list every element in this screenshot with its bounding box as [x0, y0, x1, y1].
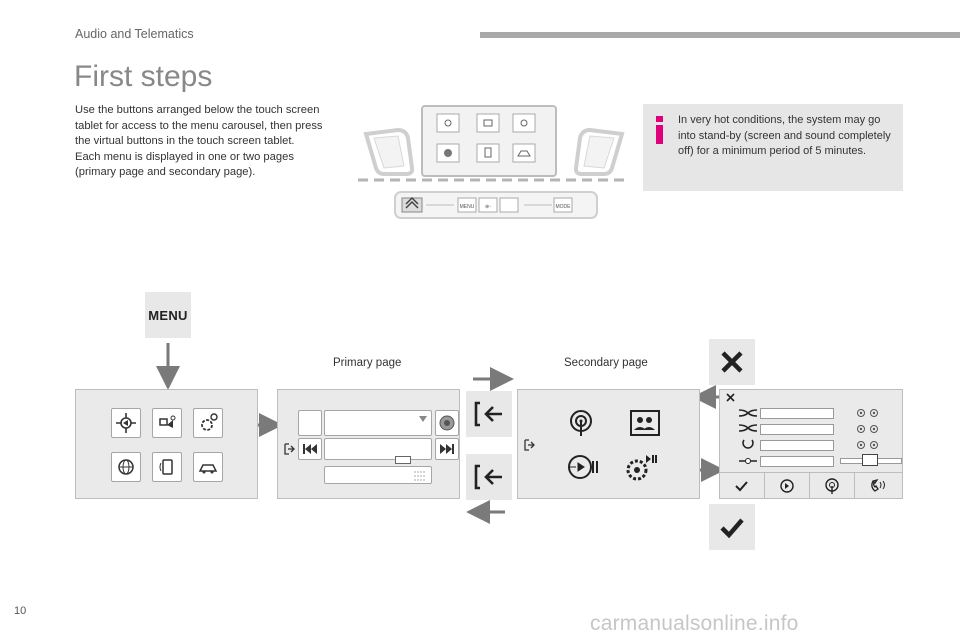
back-button-large[interactable]	[466, 391, 512, 437]
info-text: In very hot conditions, the system may g…	[678, 114, 891, 157]
radio-icon	[825, 478, 839, 494]
previous-track-button[interactable]	[298, 438, 322, 460]
radio-button[interactable]	[435, 410, 459, 436]
close-icon	[721, 351, 743, 373]
media-icon	[780, 479, 794, 493]
back-icon[interactable]	[522, 438, 536, 452]
settings-row-icons	[738, 409, 758, 464]
telephone-icon	[871, 478, 885, 492]
section-header: Audio and Telematics	[75, 27, 194, 41]
setting-slider[interactable]	[760, 424, 834, 435]
navigation-icon	[116, 413, 136, 433]
info-field	[324, 466, 432, 484]
primary-page-panel	[277, 389, 460, 499]
tab-telephone[interactable]	[855, 473, 902, 499]
intro-paragraph-1: Use the buttons arranged below the touch…	[75, 104, 323, 147]
confirm-button[interactable]	[709, 504, 755, 550]
settings-page-panel	[719, 389, 903, 499]
menu-button[interactable]: MENU	[145, 292, 191, 338]
confirm-icon	[735, 481, 748, 492]
info-box: In very hot conditions, the system may g…	[643, 104, 903, 191]
list-icon	[414, 471, 426, 481]
dash-mic-label: ⊛◦	[485, 204, 491, 210]
source-field[interactable]	[324, 410, 432, 436]
setting-slider[interactable]	[760, 456, 834, 467]
menu-carousel-panel	[75, 389, 258, 499]
settings-icon	[201, 413, 218, 431]
internet-button[interactable]	[111, 452, 141, 482]
radio-icon[interactable]	[566, 408, 596, 438]
page-number: 10	[14, 605, 27, 617]
close-icon[interactable]	[726, 393, 735, 402]
internet-icon	[118, 459, 134, 475]
caption-primary-page: Primary page	[333, 357, 402, 369]
secondary-page-panel	[517, 389, 700, 499]
watermark: carmanualsonline.info	[590, 612, 799, 635]
settings-button[interactable]	[193, 408, 223, 438]
back-icon	[474, 464, 502, 490]
confirm-icon	[720, 518, 744, 539]
volume-slider[interactable]	[395, 456, 411, 464]
vehicle-button[interactable]	[193, 452, 223, 482]
menu-button-label: MENU	[148, 307, 188, 323]
track-field[interactable]	[324, 438, 432, 460]
radio-icon	[439, 415, 455, 431]
setting-slider[interactable]	[760, 408, 834, 419]
back-button-large-2[interactable]	[466, 454, 512, 500]
next-track-button[interactable]	[435, 438, 459, 460]
setting-slider[interactable]	[760, 440, 834, 451]
next-icon	[440, 444, 454, 454]
previous-icon	[303, 444, 317, 454]
option-dots[interactable]	[855, 407, 885, 453]
balance-slider-thumb[interactable]	[862, 454, 878, 466]
intro-paragraph-2: Each menu is displayed in one or two pag…	[75, 150, 294, 179]
page-title: First steps	[74, 60, 213, 93]
dash-mode-label: MODE	[556, 204, 572, 210]
settings-icon[interactable]	[624, 453, 658, 483]
tab-radio[interactable]	[810, 473, 855, 499]
dashboard-illustration: MENU ⊛◦ MODE	[358, 102, 630, 226]
media-icon[interactable]	[566, 453, 600, 481]
header-rule	[480, 32, 960, 38]
chevron-down-icon	[419, 416, 427, 422]
caption-secondary-page: Secondary page	[564, 357, 648, 369]
bottom-tab-bar	[720, 472, 902, 499]
connected-services-button[interactable]	[152, 408, 182, 438]
info-icon	[653, 116, 667, 144]
back-icon	[474, 401, 502, 427]
telephone-icon	[159, 459, 173, 475]
contacts-icon[interactable]	[630, 410, 660, 436]
close-button[interactable]	[709, 339, 755, 385]
tab-confirm[interactable]	[720, 473, 765, 499]
tab-media[interactable]	[765, 473, 810, 499]
connected-services-icon	[159, 415, 176, 428]
dash-menu-label: MENU	[460, 204, 475, 210]
intro-text: Use the buttons arranged below the touch…	[75, 103, 337, 181]
telephone-button[interactable]	[152, 452, 182, 482]
navigation-button[interactable]	[111, 408, 141, 438]
preset-slot[interactable]	[298, 410, 322, 436]
vehicle-icon	[198, 464, 218, 474]
back-icon[interactable]	[282, 442, 296, 456]
